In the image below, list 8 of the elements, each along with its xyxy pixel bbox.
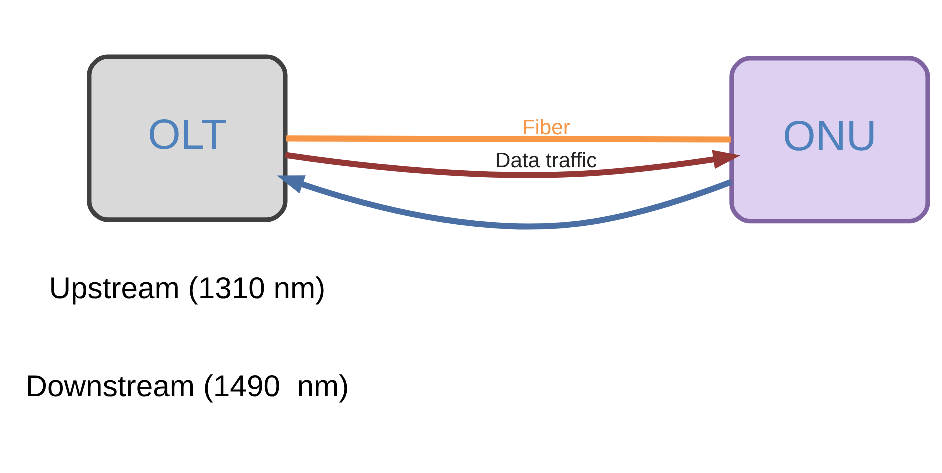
- legend-label: Upstream (1310 nm): [49, 272, 326, 306]
- legend-label: Downstream (1490 nm): [26, 370, 350, 404]
- edge-label: Fiber: [522, 116, 570, 140]
- node-box: OLT: [87, 54, 288, 222]
- edge-label: Data traffic: [496, 149, 598, 172]
- arrow: [285, 150, 741, 178]
- connector: [286, 136, 732, 143]
- node-box: ONU: [730, 56, 930, 224]
